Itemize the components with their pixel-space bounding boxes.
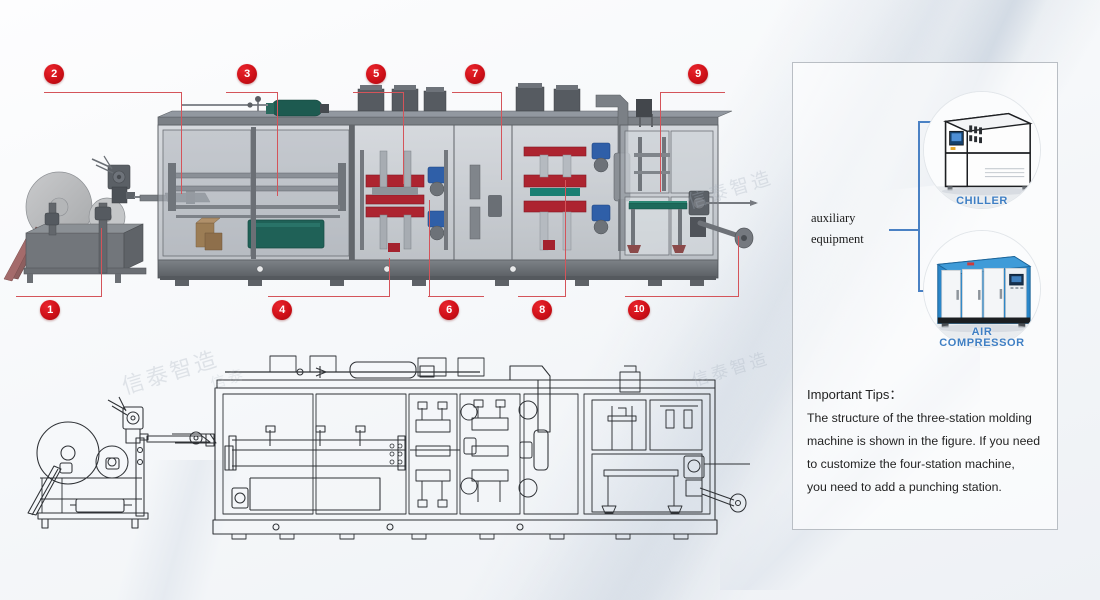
leader-line-2b (181, 92, 182, 194)
tips-line-4: you need to add a punching station. (807, 480, 1002, 494)
callout-badge-9[interactable]: 9 (688, 64, 708, 84)
unwinder-station (3, 155, 170, 283)
leader-line-1 (101, 228, 102, 296)
compressor-caption-compressor: COMPRESSOR (939, 337, 1025, 349)
chiller-illustration (924, 92, 1040, 208)
callout-badge-8[interactable]: 8 (532, 300, 552, 320)
leader-line-3 (226, 92, 278, 93)
leader-line-1b (16, 296, 102, 297)
callout-badge-6[interactable]: 6 (439, 300, 459, 320)
main-machine-body (157, 83, 758, 286)
leader-line-10 (738, 236, 739, 296)
tips-line-2: machine is shown in the figure. If you n… (807, 434, 1041, 448)
callout-badge-3[interactable]: 3 (237, 64, 257, 84)
leader-line-6b (428, 296, 484, 297)
leader-line-10b (625, 296, 739, 297)
tips-line-3: to customize the four-station machine, (807, 457, 1015, 471)
leader-line-3b (277, 92, 278, 196)
machine-3d-render (3, 83, 758, 286)
callout-badge-10[interactable]: 10 (628, 300, 650, 320)
tips-heading: Important Tips： (807, 387, 903, 402)
callout-badge-2[interactable]: 2 (44, 64, 64, 84)
equipment-air-compressor: AIR COMPRESSOR (923, 230, 1041, 349)
callout-badge-7[interactable]: 7 (465, 64, 485, 84)
leader-line-8 (565, 180, 566, 296)
chiller-photo-disc (923, 91, 1041, 209)
leader-line-6 (429, 200, 430, 296)
leader-line-7 (452, 92, 502, 93)
bracket-stem (889, 229, 919, 231)
important-tips-block: Important Tips： The structure of the thr… (807, 383, 1047, 499)
equipment-chiller: CHILLER (923, 91, 1041, 209)
bracket-spine (918, 121, 920, 291)
leader-line-8b (518, 296, 566, 297)
compressor-caption-air: AIR (971, 326, 993, 338)
leader-line-9b (660, 92, 661, 192)
leader-line-4 (389, 258, 390, 296)
chiller-caption: CHILLER (956, 195, 1008, 207)
machine-2d-drawing (27, 355, 750, 540)
auxiliary-info-panel: auxiliary equipment (792, 62, 1058, 530)
leader-line-5 (353, 92, 404, 93)
compressor-caption-line1: AIR COMPRESSOR (923, 327, 1041, 349)
callout-badge-1[interactable]: 1 (40, 300, 60, 320)
auxiliary-label-line1: auxiliary (811, 211, 856, 225)
leader-line-2 (44, 92, 182, 93)
callout-badge-4[interactable]: 4 (272, 300, 292, 320)
leader-line-4b (268, 296, 390, 297)
auxiliary-equipment-label: auxiliary equipment (811, 208, 889, 250)
leader-line-5b (403, 92, 404, 184)
auxiliary-label-line2: equipment (811, 232, 864, 246)
tips-line-1: The structure of the three-station moldi… (807, 411, 1032, 425)
leader-line-9 (661, 92, 725, 93)
leader-line-7b (501, 92, 502, 180)
callout-badge-5[interactable]: 5 (366, 64, 386, 84)
